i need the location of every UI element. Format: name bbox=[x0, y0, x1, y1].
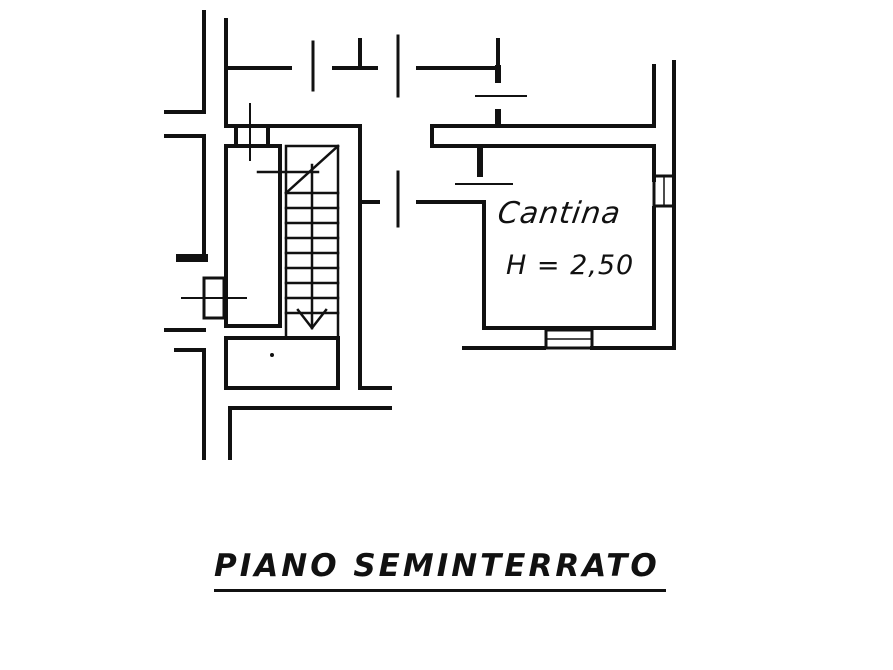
bottom-wall bbox=[228, 406, 392, 460]
corridor-marks bbox=[358, 170, 400, 228]
stair-core bbox=[224, 66, 392, 390]
floor-title: PIANO SEMINTERRATO bbox=[214, 548, 660, 584]
staircase bbox=[256, 144, 340, 340]
room-height-label: H = 2,50 bbox=[506, 250, 635, 281]
title-underline bbox=[214, 589, 666, 592]
room-name-label: Cantina bbox=[495, 196, 624, 231]
cantina-window-bottom bbox=[544, 328, 594, 350]
cantina-window-right bbox=[652, 174, 676, 208]
top-wall-fragments bbox=[311, 34, 501, 98]
left-window bbox=[181, 276, 247, 320]
floor-dot bbox=[270, 353, 274, 357]
